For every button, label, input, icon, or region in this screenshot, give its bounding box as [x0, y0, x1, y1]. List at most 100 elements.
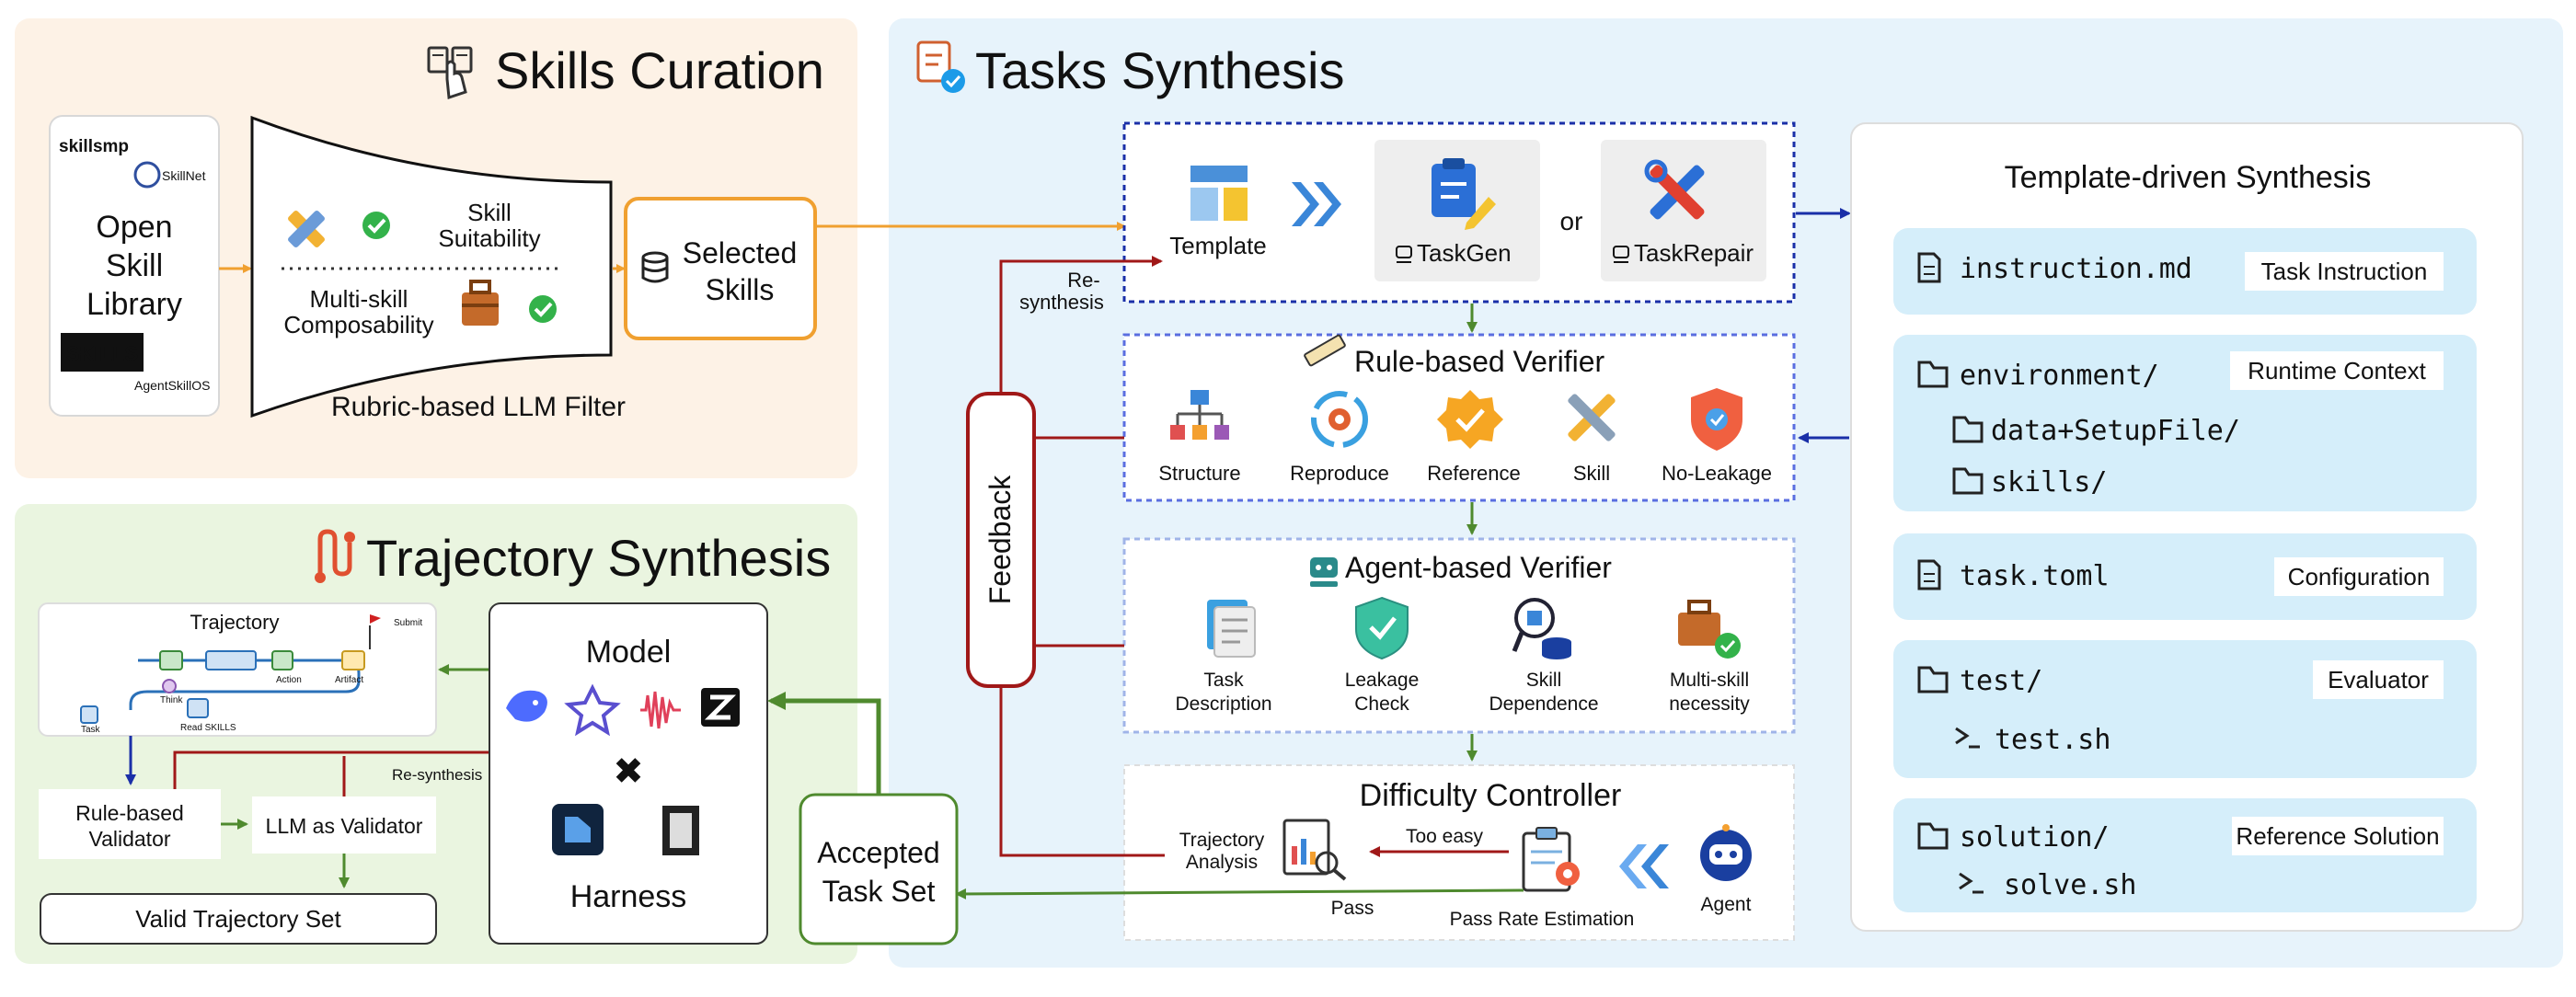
tools-icon: [1644, 159, 1705, 220]
template-panel-title: Template-driven Synthesis: [2005, 160, 2372, 195]
accepted-task-set-box: Accepted Task Set: [799, 793, 959, 945]
skillnet-logo-icon: [133, 161, 161, 189]
difficulty-title: Difficulty Controller: [1360, 778, 1622, 813]
skills-logo: SKILLS: [66, 342, 138, 365]
model-harness-box: Model ✖ Harnes: [489, 602, 768, 945]
agent-verifier-item-line-1: Leakage: [1345, 670, 1420, 691]
agent-verifier-item-line-2: Check: [1354, 693, 1409, 715]
instruction-row: instruction.md Task Instruction: [1893, 228, 2477, 315]
resynth-l1: Re-: [1067, 269, 1099, 292]
solution-folder: solution/: [1960, 821, 2110, 854]
env-sub-1: data+SetupFile/: [1991, 415, 2240, 447]
feedback-label: Feedback: [983, 475, 1017, 605]
agent-verifier-item-line-2: necessity: [1669, 693, 1750, 715]
library-line-2: Skill: [106, 248, 163, 283]
agentskillos-logo: AgentSkillOS: [134, 378, 210, 393]
check-icon: [362, 212, 390, 239]
taskgen-label: TaskGen: [1417, 239, 1512, 267]
model-title: Model: [586, 635, 672, 670]
agent-verifier-item-line-2: Dependence: [1489, 693, 1598, 715]
too-easy-label: Too easy: [1406, 826, 1484, 847]
resynth-l2: synthesis: [1019, 291, 1104, 314]
cursor-icon: [427, 46, 473, 100]
toolbox-icon: [462, 280, 499, 326]
rule-verifier-item: Reference: [1427, 462, 1521, 485]
traj-read-skills: Read SKILLS: [180, 723, 236, 733]
traj-action: Action: [276, 675, 302, 685]
terminal-icon: [1959, 872, 1984, 894]
traj-resynthesis: Re-synthesis: [392, 766, 482, 784]
whale-logo-icon: [506, 690, 547, 722]
task-toml-tag: Configuration: [2288, 563, 2431, 590]
environment-tag: Runtime Context: [2248, 357, 2426, 384]
instruction-tag: Task Instruction: [2261, 258, 2428, 285]
times-sign: ✖: [613, 751, 644, 792]
no-leakage-shield-icon: [1691, 388, 1742, 451]
test-row: test/ Evaluator test.sh: [1893, 640, 2477, 778]
test-folder: test/: [1960, 665, 2042, 697]
traj-analysis-1: Trajectory: [1179, 830, 1265, 851]
analysis-report-icon: [1282, 819, 1347, 881]
skillnet-logo: SkillNet: [162, 168, 206, 183]
valid-trajectory-set: Valid Trajectory Set: [135, 905, 341, 933]
library-line-1: Open: [96, 210, 172, 245]
multi-skill-compos-2: Composability: [283, 311, 433, 338]
skills-curation-title: Skills Curation: [495, 41, 824, 99]
pass-rate-label: Pass Rate Estimation: [1450, 909, 1635, 930]
selected-skills-line-1: Selected: [683, 236, 798, 269]
template-label: Template: [1169, 232, 1267, 259]
agent-based-verifier-box: Agent-based Verifier: [1122, 537, 1796, 734]
taskrepair-tile: [1601, 140, 1766, 281]
pencil-ruler-icon: [288, 211, 325, 247]
harness-logo-2-icon: [662, 806, 699, 855]
agent-robot-icon: [1700, 824, 1752, 881]
rule-verifier-item: No-Leakage: [1662, 462, 1772, 485]
multi-skill-compos-1: Multi-skill: [310, 285, 408, 313]
template-driven-panel: Template-driven Synthesis instruction.md…: [1850, 122, 2524, 932]
difficulty-controller-box: Difficulty Controller Trajectory Analysi…: [1123, 764, 1795, 941]
trajectory-card-title: Trajectory: [190, 611, 280, 634]
traj-submit: Submit: [394, 618, 422, 628]
skills-curation-panel: Skills Curation skillsmp SkillNet Open S…: [15, 18, 857, 478]
agent-label: Agent: [1701, 894, 1752, 915]
ruler-icon: [1304, 334, 1346, 367]
solution-row: solution/ Reference Solution solve.sh: [1893, 798, 2477, 912]
double-chevron-left-icon: [1619, 844, 1669, 888]
trajectory-synthesis-title: Trajectory Synthesis: [366, 529, 831, 587]
skill-suitability-1: Skill: [467, 199, 512, 226]
rule-based-validator-box: Rule-based Validator: [39, 789, 221, 859]
rule-validator-l2: Validator: [88, 827, 170, 851]
open-skill-library-card: skillsmp SkillNet Open Skill Library SKI…: [49, 115, 220, 417]
generation-box: Template TaskGen or: [1122, 121, 1796, 304]
traj-think: Think: [160, 695, 183, 705]
harness-title: Harness: [570, 879, 687, 914]
reference-badge-icon: [1437, 390, 1503, 449]
file-icon: [1917, 559, 1941, 590]
trajectory-card: Trajectory Submit Action Artifact Think …: [38, 602, 437, 737]
traj-analysis-2: Analysis: [1186, 852, 1258, 873]
star-logo-icon: [564, 683, 621, 737]
harness-logo-1-icon: [552, 804, 604, 855]
solution-tag: Reference Solution: [2236, 822, 2439, 850]
tasks-synthesis-panel: Tasks Synthesis Template: [815, 18, 2563, 968]
terminal-icon: [1955, 727, 1980, 749]
rubric-llm-filter: Skill Suitability Multi-skill Composabil…: [250, 115, 626, 422]
test-script: test.sh: [1995, 724, 2110, 756]
skill-suitability-2: Suitability: [438, 224, 540, 252]
environment-row: environment/ Runtime Context data+SetupF…: [1893, 335, 2477, 511]
or-label: or: [1560, 207, 1583, 235]
skillsmp-logo: skillsmp: [59, 137, 129, 156]
llm-validator: LLM as Validator: [266, 814, 423, 838]
task-toml-file: task.toml: [1960, 560, 2110, 592]
task-description-icon: [1207, 600, 1256, 658]
clipboard-pen-icon: [1432, 158, 1496, 230]
robot-icon: [1310, 557, 1338, 587]
selected-skills-line-2: Skills: [706, 273, 775, 306]
folder-icon: [1917, 822, 1949, 850]
toolbox-check-icon: [1678, 600, 1741, 659]
rule-based-verifier-box: Rule-based Verifier: [1122, 333, 1796, 502]
rule-verifier-item: Structure: [1158, 462, 1240, 485]
pass-rate-clipboard-icon: [1522, 827, 1580, 892]
skills-logo-box: [61, 333, 144, 372]
